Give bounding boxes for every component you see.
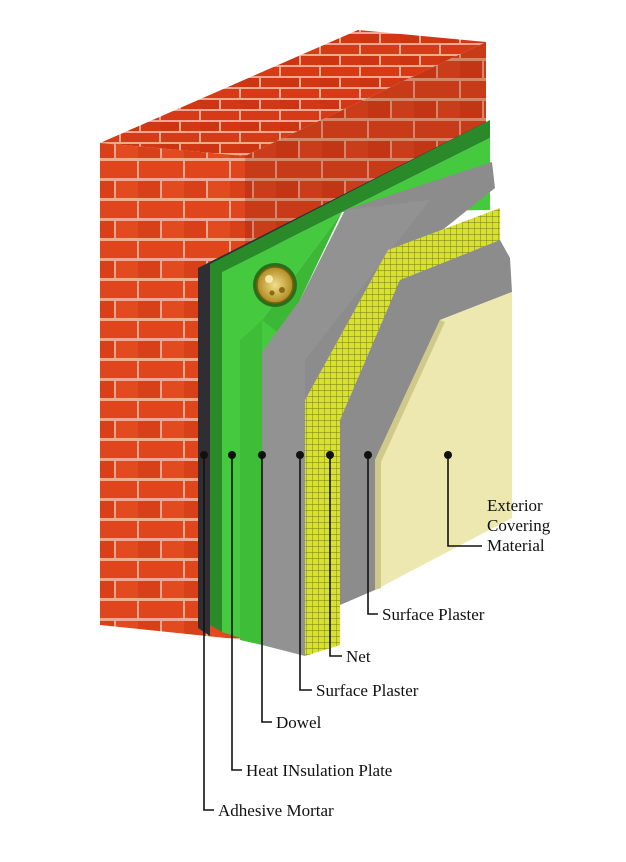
label-adhesive-mortar: Adhesive Mortar — [218, 801, 334, 820]
surface-plaster-inner-front — [262, 200, 430, 656]
label-net: Net — [346, 647, 371, 666]
leader-lines — [203, 455, 482, 811]
dowel — [253, 263, 297, 307]
exterior-covering-layer — [375, 292, 512, 590]
label-exterior-line1: Exterior — [487, 496, 543, 515]
label-exterior-line3: Material — [487, 536, 545, 555]
label-exterior-line2: Covering — [487, 516, 551, 535]
label-surface-plaster-outer: Surface Plaster — [382, 605, 485, 624]
label-surface-plaster-inner: Surface Plaster — [316, 681, 419, 700]
brick-top-face — [100, 30, 486, 156]
layer-labels: Exterior Covering Material Surface Plast… — [218, 496, 551, 820]
brick-side-shade — [245, 42, 486, 260]
net-layer — [305, 208, 500, 656]
label-dowel: Dowel — [276, 713, 322, 732]
surface-plaster-outer-layer — [340, 240, 512, 605]
brick-side-face — [245, 42, 486, 260]
label-heat-insulation-plate: Heat INsulation Plate — [246, 761, 392, 780]
